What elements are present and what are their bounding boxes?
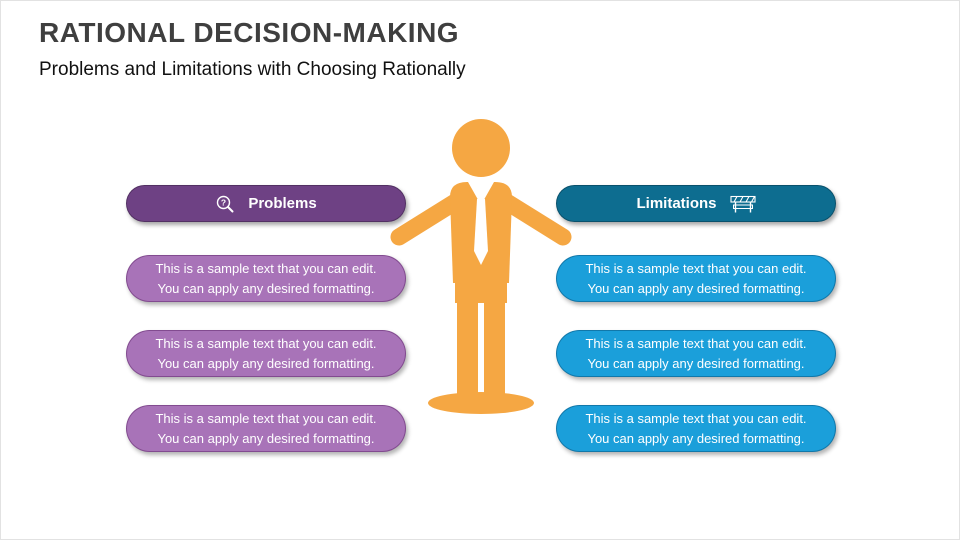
item-text-line: This is a sample text that you can edit. (585, 411, 807, 426)
item-text-line: You can apply any desired formatting. (587, 280, 805, 296)
slide-title: RATIONAL DECISION-MAKING (39, 17, 460, 48)
figure-left-leg (457, 299, 478, 399)
problems-item-3: This is a sample text that you can edit.… (126, 405, 406, 452)
businessman-figure (390, 119, 572, 414)
svg-text:?: ? (221, 197, 226, 207)
item-text-line: You can apply any desired formatting. (587, 430, 805, 446)
item-text-line: You can apply any desired formatting. (157, 430, 375, 446)
limitations-header: Limitations (556, 185, 836, 222)
figure-hips (455, 275, 507, 303)
problems-item-1: This is a sample text that you can edit.… (126, 255, 406, 302)
item-text-line: You can apply any desired formatting. (157, 355, 375, 371)
figure-collar (468, 182, 494, 205)
limitations-item-3: This is a sample text that you can edit.… (556, 405, 836, 452)
slide-subtitle: Problems and Limitations with Choosing R… (39, 59, 466, 80)
item-text-line: You can apply any desired formatting. (157, 280, 375, 296)
figure-right-leg (484, 299, 505, 399)
figure-left-arm (390, 190, 469, 246)
item-text-line: This is a sample text that you can edit. (585, 261, 807, 276)
problems-header-label: Problems (248, 195, 317, 212)
problems-item-2: This is a sample text that you can edit.… (126, 330, 406, 377)
barrier-icon (729, 195, 756, 212)
figure-tie (474, 199, 488, 265)
item-text-line: This is a sample text that you can edit. (155, 261, 377, 276)
limitations-item-2: This is a sample text that you can edit.… (556, 330, 836, 377)
item-text-line: You can apply any desired formatting. (587, 355, 805, 371)
item-text-line: This is a sample text that you can edit. (155, 411, 377, 426)
figure-base (428, 392, 534, 414)
limitations-header-label: Limitations (636, 195, 717, 212)
figure-head (452, 119, 510, 177)
magnifier-question-icon: ? (217, 195, 234, 212)
figure-right-arm (493, 190, 572, 246)
problems-header: ? Problems (126, 185, 406, 222)
item-text-line: This is a sample text that you can edit. (585, 336, 807, 351)
item-text-line: This is a sample text that you can edit. (155, 336, 377, 351)
limitations-item-1: This is a sample text that you can edit.… (556, 255, 836, 302)
